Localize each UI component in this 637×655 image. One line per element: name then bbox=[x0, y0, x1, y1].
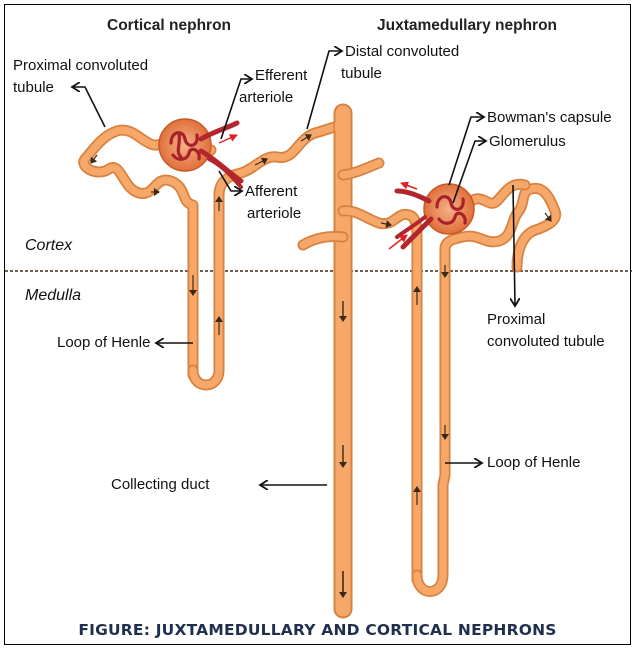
label-distal-line2: tubule bbox=[341, 65, 382, 83]
label-loop-of-henle-right: Loop of Henle bbox=[487, 454, 580, 472]
label-collecting-duct: Collecting duct bbox=[111, 476, 209, 494]
juxta-loop-of-henle bbox=[417, 188, 556, 591]
figure-caption: FIGURE: JUXTAMEDULLARY AND CORTICAL NEPH… bbox=[5, 621, 630, 639]
juxta-efferent-arteriole bbox=[397, 191, 429, 201]
label-proximal-left-line1: Proximal convoluted bbox=[13, 57, 148, 75]
label-proximal-right-line2: convoluted tubule bbox=[487, 333, 605, 351]
label-loop-of-henle-left: Loop of Henle bbox=[57, 334, 150, 352]
label-afferent-line2: arteriole bbox=[247, 205, 301, 223]
juxta-bowmans-capsule bbox=[424, 184, 474, 234]
label-proximal-left-line2: tubule bbox=[13, 79, 54, 97]
collecting-duct bbox=[303, 113, 379, 609]
juxta-distal-tubule bbox=[343, 211, 417, 580]
label-bowmans-capsule: Bowman's capsule bbox=[487, 109, 612, 127]
header-cortical: Cortical nephron bbox=[107, 17, 231, 35]
leader-proximal-right bbox=[513, 185, 515, 305]
leader-proximal-left bbox=[73, 87, 105, 127]
label-glomerulus: Glomerulus bbox=[489, 133, 566, 151]
region-cortex: Cortex bbox=[25, 237, 72, 255]
cortical-bowmans-capsule bbox=[159, 119, 211, 171]
leader-bowmans bbox=[449, 117, 483, 185]
cortical-loop-of-henle bbox=[193, 127, 335, 385]
label-proximal-right-line1: Proximal bbox=[487, 311, 545, 329]
region-medulla: Medulla bbox=[25, 287, 81, 305]
label-afferent-line1: Afferent bbox=[245, 183, 297, 201]
label-efferent-line2: arteriole bbox=[239, 89, 293, 107]
juxtamedullary-nephron bbox=[343, 183, 556, 592]
label-efferent-line1: Efferent bbox=[255, 67, 307, 85]
header-juxtamedullary: Juxtamedullary nephron bbox=[377, 17, 557, 35]
label-distal-line1: Distal convoluted bbox=[345, 43, 459, 61]
diagram-frame: Cortical nephron Juxtamedullary nephron … bbox=[4, 4, 631, 645]
